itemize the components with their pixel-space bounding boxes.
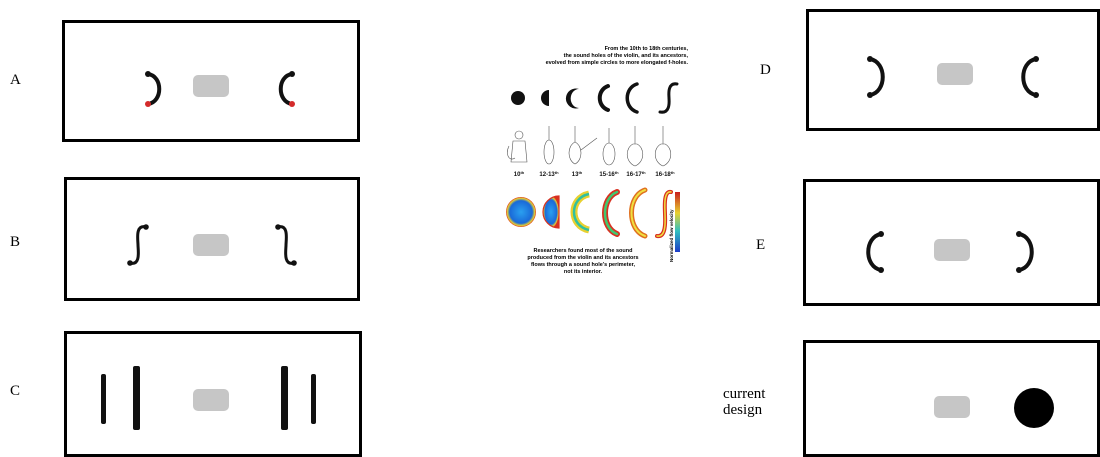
sound-hole-left-e (866, 231, 884, 273)
flow-c-shape-core-icon (603, 190, 619, 236)
infographic-top-line-3: evolved from simple circles to more elon… (546, 60, 689, 66)
infographic-top-line-2: the sound holes of the violin, and its a… (564, 53, 689, 59)
era-label-4: 15-16th (599, 170, 619, 178)
sound-hole-right-a (278, 71, 295, 107)
panel-c (64, 331, 362, 457)
center-rect-a (193, 75, 229, 97)
f-hole-left-b (127, 224, 149, 266)
center-rect-current (934, 396, 970, 418)
center-rect-e (934, 239, 970, 261)
hole-circle-icon (511, 91, 525, 105)
label-d: D (760, 62, 771, 78)
instrument-sketches (507, 126, 672, 167)
flow-c-shape-2-core-icon (630, 189, 646, 237)
label-c: C (10, 383, 21, 399)
flow-f-shape-core-icon (656, 191, 672, 237)
infographic-bottom-line-3: flows through a sound hole's perimeter, (531, 262, 635, 268)
flow-crescent-edge-icon (572, 192, 590, 232)
sound-hole-right-e (1016, 231, 1034, 273)
f-hole-right-b (275, 224, 297, 266)
panel-b (64, 177, 360, 301)
era-label-2: 12-13th (539, 170, 559, 178)
era-label-5: 16-17th (626, 170, 646, 178)
hole-c-shape-icon (597, 84, 610, 112)
label-e: E (756, 237, 766, 253)
colorbar (675, 192, 680, 252)
bar-holes-right-c (281, 366, 316, 430)
hole-c-shape-2-icon (625, 82, 639, 114)
era-label-3: 13th (572, 170, 583, 178)
hole-crescent-icon (565, 88, 579, 109)
panel-d (806, 9, 1100, 131)
center-rect-d (937, 63, 973, 85)
label-current-line-2: design (723, 402, 763, 418)
label-b: B (10, 234, 21, 250)
flow-crescent-icon (570, 190, 591, 234)
colorbar-label: Normalized flow velocity (669, 209, 674, 262)
era-label-6: 16-18th (655, 170, 675, 178)
hole-half-circle-icon (541, 90, 549, 106)
label-a: A (10, 72, 21, 88)
infographic-bottom-line-1: Researchers found most of the sound (533, 248, 632, 254)
flow-half-circle-icon (542, 195, 560, 229)
era-label-1: 10th (514, 170, 525, 178)
center-rect-b (193, 234, 229, 256)
flow-c-shape-icon (602, 189, 620, 237)
panel-current-design (803, 340, 1100, 457)
infographic-top-line-1: From the 10th to 18th centuries, (605, 46, 689, 52)
label-current-design: current design (723, 386, 765, 418)
panel-e (803, 179, 1100, 306)
infographic-bottom-line-2: produced from the violin and its ancesto… (527, 255, 638, 261)
sound-hole-left-d (867, 56, 885, 98)
flow-c-shape-2-icon (629, 187, 648, 239)
center-rect-c (193, 389, 229, 411)
panel-a (62, 20, 360, 142)
infographic-bottom-line-4: not its interior. (564, 269, 603, 275)
soundhole-evolution-infographic: From the 10th to 18th centuries, the sou… (506, 46, 689, 275)
label-current-line-1: current (723, 386, 766, 402)
bar-holes-left-c (101, 366, 140, 430)
round-sound-hole-icon (1014, 388, 1054, 428)
flow-circle-icon (506, 197, 536, 227)
hole-f-shape-icon (658, 82, 679, 114)
sound-hole-right-d (1021, 56, 1039, 98)
sound-hole-left-a (145, 71, 162, 107)
